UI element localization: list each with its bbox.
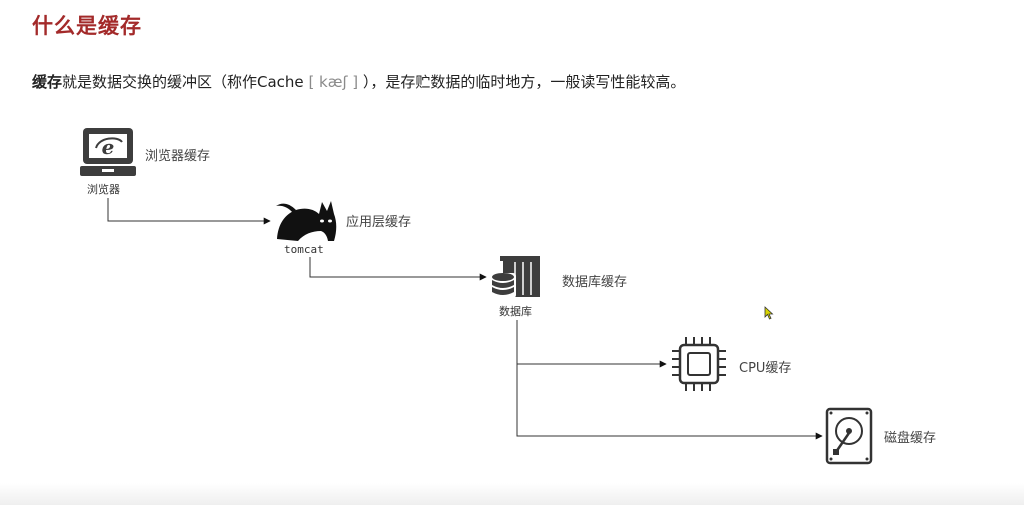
intro-bold: 缓存	[32, 73, 63, 91]
page-title: 什么是缓存	[32, 14, 142, 38]
database-caption: 数据库	[499, 305, 532, 318]
hard-disk-icon	[825, 407, 873, 465]
intro-phonetic: [ kæʃ ]	[308, 73, 359, 91]
svg-text:e: e	[102, 135, 115, 159]
database-cache-label: 数据库缓存	[562, 275, 628, 290]
intro-text-b: ），是存贮数据的临时地方，一般读写性能较高。	[358, 73, 686, 91]
connector-database-disk	[516, 364, 823, 440]
laptop-browser-icon: e	[80, 128, 136, 176]
app-cache-label: 应用层缓存	[346, 215, 412, 230]
cpu-chip-icon	[672, 337, 726, 391]
intro-text-a: 就是数据交换的缓冲区（称作Cache	[62, 73, 309, 91]
tomcat-caption: tomcat	[284, 243, 324, 256]
intro-text: 缓存就是数据交换的缓冲区（称作Cache [ kæʃ ] ），是存贮数据的临时地…	[32, 71, 685, 92]
connector-database-cpu	[516, 320, 667, 368]
disk-cache-label: 磁盘缓存	[884, 431, 937, 446]
connector-browser-tomcat	[107, 198, 271, 225]
browser-cache-label: 浏览器缓存	[145, 149, 211, 164]
connector-tomcat-database	[309, 257, 487, 281]
database-server-icon	[490, 256, 540, 298]
mouse-cursor-icon	[764, 306, 774, 320]
footer-shade	[0, 483, 1024, 505]
cpu-cache-label: CPU缓存	[739, 361, 792, 376]
tomcat-cat-icon	[276, 201, 337, 241]
browser-caption: 浏览器	[87, 183, 120, 196]
